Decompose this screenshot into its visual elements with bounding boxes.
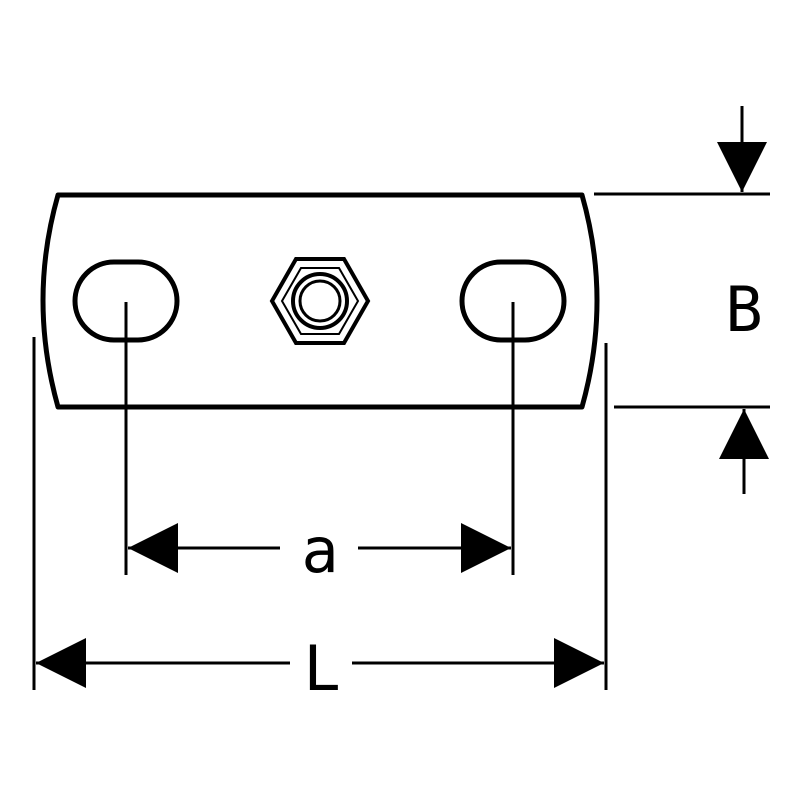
hex-nut-outer: [269, 257, 371, 345]
dimension-label-b: B: [725, 273, 762, 346]
hex-nut: [269, 257, 371, 345]
dimension-label-a: a: [301, 514, 338, 587]
hex-nut-bore-inner: [298, 279, 342, 323]
dimension-label-l: L: [303, 632, 340, 705]
plate-outline: [40, 192, 600, 410]
hex-nut-bore-outer: [291, 272, 349, 330]
hex-nut-inner: [280, 267, 360, 335]
